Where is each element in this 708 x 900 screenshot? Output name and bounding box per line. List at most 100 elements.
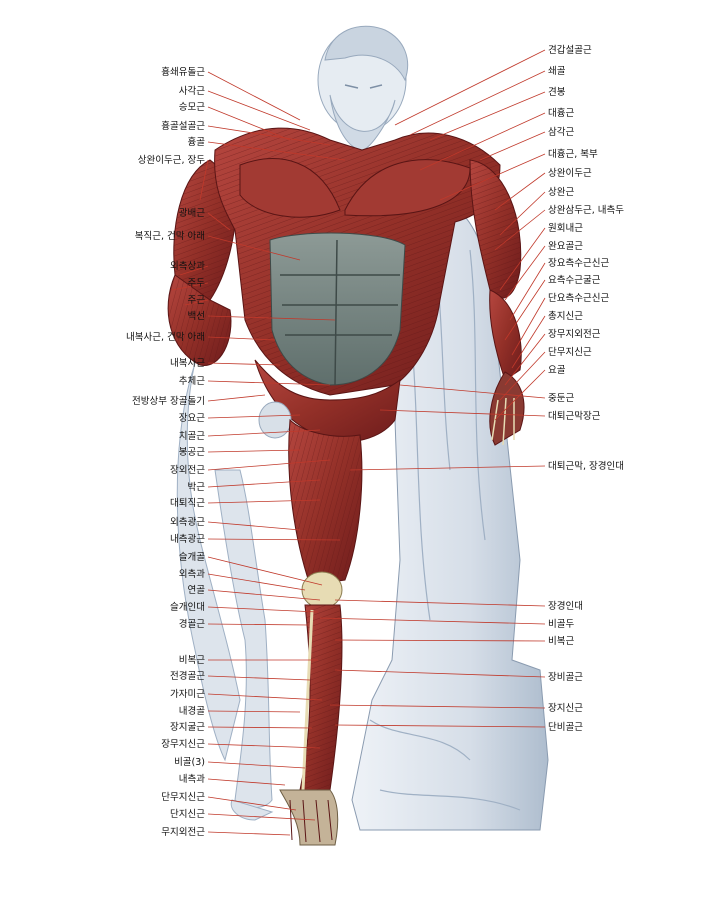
label-left: 추체근 bbox=[179, 376, 205, 387]
label-right: 비골두 bbox=[548, 619, 574, 630]
label-left: 박근 bbox=[188, 482, 206, 493]
label-left: 단무지신근 bbox=[161, 792, 205, 803]
label-right: 장경인대 bbox=[548, 600, 583, 612]
leader-line bbox=[499, 351, 546, 401]
label-right: 장비골근 bbox=[548, 672, 583, 683]
head bbox=[317, 25, 409, 151]
label-left: 봉공근 bbox=[179, 447, 205, 458]
leader-line bbox=[207, 362, 281, 366]
label-left: 대퇴직근 bbox=[170, 498, 205, 509]
leader-line bbox=[419, 112, 546, 171]
leader-line bbox=[334, 639, 546, 642]
leader-line bbox=[207, 761, 306, 769]
label-right: 단무지신근 bbox=[548, 347, 592, 358]
label-left: 외측상과 bbox=[170, 260, 205, 272]
leader-line bbox=[207, 459, 331, 471]
leader-line bbox=[511, 315, 546, 369]
label-left: 슬개인대 bbox=[170, 602, 205, 613]
label-left: 전경골근 bbox=[170, 670, 205, 682]
label-right: 대흉근, 복부 bbox=[548, 148, 598, 160]
label-left: 흉골설골근 bbox=[161, 120, 205, 132]
leader-line bbox=[207, 315, 336, 321]
leader-line bbox=[494, 369, 546, 421]
label-right: 쇄골 bbox=[548, 66, 566, 77]
leader-line bbox=[207, 90, 311, 131]
pelvis bbox=[254, 359, 401, 443]
leader-line bbox=[207, 106, 291, 141]
label-right: 상완삼두근, 내측두 bbox=[548, 205, 624, 216]
leader-line bbox=[207, 743, 321, 749]
label-left: 비골(3) bbox=[174, 757, 205, 768]
label-left: 장요근 bbox=[179, 413, 205, 424]
label-right: 장무지외전근 bbox=[548, 328, 601, 340]
leader-line bbox=[379, 409, 546, 417]
leader-line bbox=[207, 538, 341, 541]
leader-line bbox=[207, 623, 309, 626]
leader-line bbox=[207, 710, 301, 713]
label-left: 광배근 bbox=[179, 207, 205, 219]
leader-line bbox=[349, 465, 546, 471]
label-left: 백선 bbox=[188, 311, 205, 322]
label-left: 내측과 bbox=[179, 774, 205, 785]
label-right: 중둔근 bbox=[548, 393, 574, 404]
leader-line bbox=[329, 704, 546, 709]
label-left: 내복사근, 건막 아래 bbox=[126, 332, 205, 343]
label-left: 사각근 bbox=[179, 85, 205, 97]
right-leg bbox=[279, 418, 363, 846]
label-left: 승모근 bbox=[179, 102, 205, 113]
label-right: 원회내근 bbox=[548, 223, 583, 234]
leader-line bbox=[479, 131, 546, 161]
leader-line bbox=[207, 499, 321, 504]
leader-line bbox=[179, 265, 209, 276]
label-left: 복직근, 건막 아래 bbox=[135, 231, 205, 242]
label-right: 장지신근 bbox=[548, 703, 583, 714]
label-left: 가자미근 bbox=[170, 689, 205, 700]
label-right: 장요측수근신근 bbox=[548, 258, 609, 269]
leader-line bbox=[504, 279, 546, 341]
leader-line bbox=[184, 299, 209, 306]
leader-line bbox=[499, 227, 546, 291]
label-left: 외측광근 bbox=[170, 516, 205, 528]
leader-line bbox=[394, 49, 546, 126]
leader-line bbox=[207, 589, 321, 601]
label-left: 주근 bbox=[188, 295, 206, 306]
leader-line bbox=[207, 726, 313, 729]
label-left: 흉골 bbox=[188, 136, 206, 148]
label-left: 경골근 bbox=[179, 618, 205, 630]
leader-line bbox=[504, 245, 546, 301]
leader-line bbox=[207, 831, 291, 836]
leader-line bbox=[207, 796, 297, 811]
label-left: 전방상부 장골돌기 bbox=[132, 396, 205, 407]
label-right: 완요골근 bbox=[548, 241, 583, 252]
label-right: 견봉 bbox=[548, 86, 566, 98]
label-left: 내경골 bbox=[179, 705, 205, 717]
label-right: 비복근 bbox=[548, 636, 574, 647]
label-right: 대퇴근막장근 bbox=[548, 411, 601, 422]
leader-line bbox=[511, 297, 546, 356]
leader-line bbox=[207, 675, 311, 681]
label-left: 주두 bbox=[188, 278, 206, 289]
label-left: 비복근 bbox=[179, 655, 205, 666]
torso bbox=[214, 127, 501, 396]
leader-line bbox=[207, 336, 276, 341]
leader-line bbox=[207, 813, 316, 821]
label-right: 상완근 bbox=[548, 187, 574, 198]
leader-line bbox=[207, 394, 266, 402]
leader-line bbox=[171, 282, 209, 291]
label-right: 단비골근 bbox=[548, 722, 583, 733]
label-right: 삼각근 bbox=[548, 126, 574, 138]
label-left: 상완이두근, 장두 bbox=[138, 155, 205, 166]
label-left: 외측과 bbox=[179, 568, 205, 580]
label-right: 요측수근굴근 bbox=[548, 275, 601, 286]
label-right: 견갑설골근 bbox=[548, 44, 592, 56]
label-right: 총지신근 bbox=[548, 311, 583, 322]
leader-line bbox=[207, 606, 319, 613]
label-left: 장무지신근 bbox=[161, 739, 205, 750]
label-left: 슬개골 bbox=[179, 552, 205, 563]
leader-line bbox=[207, 141, 346, 161]
label-left: 내측광근 bbox=[170, 533, 205, 545]
leader-line bbox=[409, 70, 546, 136]
